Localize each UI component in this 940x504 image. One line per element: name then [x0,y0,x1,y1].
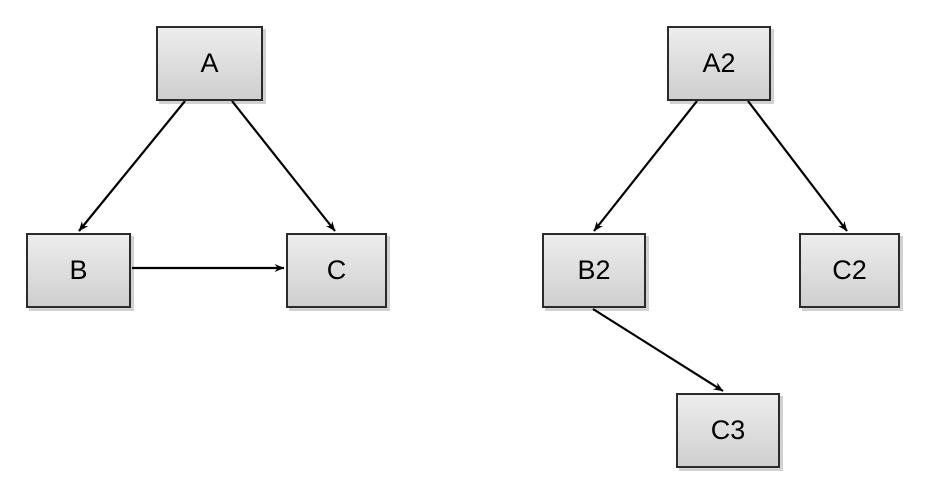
node-c[interactable]: C [286,233,387,308]
node-c2[interactable]: C2 [799,233,900,308]
node-label-c3: C3 [710,415,746,445]
node-b2[interactable]: B2 [542,233,646,308]
node-a[interactable]: A [156,26,263,101]
edge-a-to-b [78,100,186,232]
edge-a2-to-c2 [747,100,848,232]
node-label-c2: C2 [832,255,867,285]
edge-group [78,100,848,392]
node-c3[interactable]: C3 [676,393,780,468]
node-label-c: C [326,255,347,285]
edge-a-to-c [231,100,336,232]
node-a2[interactable]: A2 [667,26,771,101]
node-label-b2: B2 [577,255,611,285]
node-label-a2: A2 [702,48,736,78]
edge-a2-to-b2 [593,100,698,232]
node-label-a: A [200,48,219,78]
edge-b2-to-c3 [592,308,724,392]
node-label-b: B [69,255,88,285]
node-b[interactable]: B [26,233,131,308]
